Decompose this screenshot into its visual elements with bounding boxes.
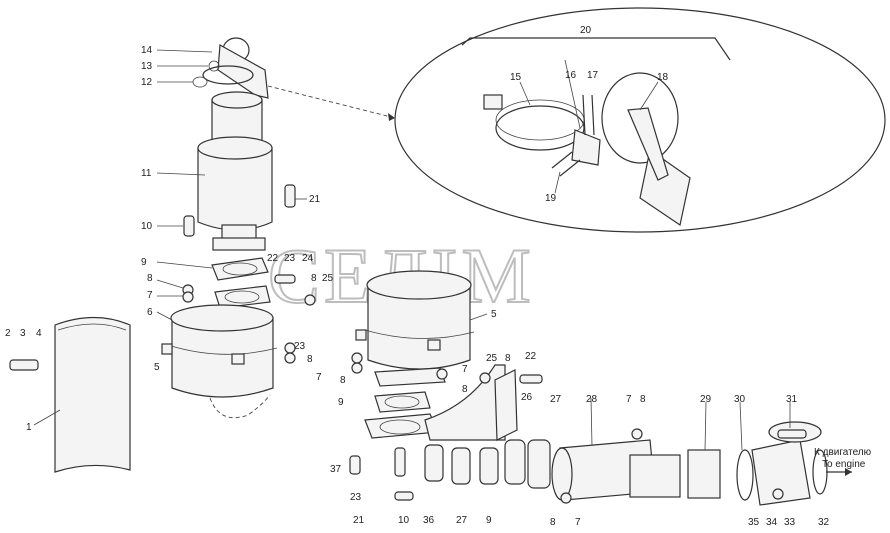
callout-3: 3: [20, 328, 26, 339]
callout-13: 13: [141, 61, 153, 72]
callout-35: 35: [748, 517, 760, 528]
elbow-flange: [364, 364, 518, 441]
callout-23-mid: 23: [294, 341, 306, 352]
callout-7-right: 7: [626, 394, 632, 405]
callout-18: 18: [657, 72, 669, 83]
callout-8-right: 8: [505, 353, 511, 364]
callout-36: 36: [423, 515, 435, 526]
callout-26: 26: [521, 392, 533, 403]
callout-23-lower: 23: [350, 492, 362, 503]
callout-14: 14: [141, 45, 153, 56]
callout-28: 28: [586, 394, 598, 405]
callout-7-lower: 7: [575, 517, 581, 528]
callout-7-left: 7: [147, 290, 153, 301]
callout-23-upper: 23: [284, 253, 296, 264]
callout-20: 20: [580, 25, 592, 36]
callout-8-left: 8: [147, 273, 153, 284]
callout-8-right2: 8: [640, 394, 646, 405]
callout-5-mid: 5: [491, 309, 497, 320]
callout-19: 19: [545, 193, 557, 204]
callout-30: 30: [734, 394, 746, 405]
callout-22-mid: 22: [525, 351, 537, 362]
callout-8-mid: 8: [307, 354, 313, 365]
callout-25-mid: 25: [486, 353, 498, 364]
callout-31: 31: [786, 394, 798, 405]
callout-6: 6: [147, 307, 153, 318]
callout-1: 1: [26, 422, 32, 433]
top-cap-assembly: [192, 37, 269, 99]
callout-37: 37: [330, 464, 342, 475]
callout-labels: 14 13 12 11 10 21 9 8 7 6 5 22 23 24 8 2…: [5, 25, 830, 528]
callout-29: 29: [700, 394, 712, 405]
callout-5-left: 5: [154, 362, 160, 373]
callout-34: 34: [766, 517, 778, 528]
clamp-ring-15: [495, 105, 585, 151]
callout-8-mid2: 8: [340, 375, 346, 386]
callout-21-upper: 21: [309, 194, 321, 205]
callout-32: 32: [818, 517, 830, 528]
callout-11: 11: [141, 168, 152, 179]
exhaust-pipe-28: [551, 421, 852, 506]
callout-33: 33: [784, 517, 796, 528]
callout-9-upper: 9: [141, 257, 147, 268]
callout-15: 15: [510, 72, 522, 83]
cap-arm-18: [627, 107, 669, 181]
callout-22-upper: 22: [267, 253, 279, 264]
callout-10-upper: 10: [141, 221, 153, 232]
direction-label-ru: К двигателю: [814, 447, 872, 458]
callout-2: 2: [5, 328, 11, 339]
callout-21-lower: 21: [353, 515, 365, 526]
direction-label-en: To engine: [822, 459, 866, 470]
callout-8-upper: 8: [311, 273, 317, 284]
callout-9-lower: 9: [486, 515, 492, 526]
detail-view-ellipse: [267, 7, 886, 233]
callout-4: 4: [36, 328, 42, 339]
silencer-middle-5: [355, 270, 475, 413]
silencer-upper-11: [197, 91, 273, 251]
rain-cap-18: [601, 72, 679, 164]
callout-8-mid3: 8: [462, 384, 468, 395]
hardware-bolts: [9, 184, 807, 504]
callout-10-lower: 10: [398, 515, 410, 526]
callout-16: 16: [565, 70, 577, 81]
callout-8-lower: 8: [550, 517, 556, 528]
callout-17: 17: [587, 70, 599, 81]
callout-7-mid2: 7: [462, 364, 468, 375]
leader-lines: [33, 49, 791, 451]
clamp-tab-left: [483, 94, 503, 110]
callout-27-upper: 27: [550, 394, 562, 405]
callout-24: 24: [302, 253, 314, 264]
callout-9-mid: 9: [338, 397, 344, 408]
gasket-9-upper: [211, 257, 271, 309]
callout-25-upper: 25: [322, 273, 334, 284]
silencer-lower-6: [161, 304, 278, 419]
callout-12: 12: [141, 77, 153, 88]
clamp-group-lower: [424, 439, 551, 489]
callout-27-lower: 27: [456, 515, 468, 526]
bracket-16-17: [571, 129, 601, 166]
heat-shield-1: [54, 316, 131, 473]
callout-7-mid: 7: [316, 372, 322, 383]
cap-plate-18: [639, 148, 691, 226]
